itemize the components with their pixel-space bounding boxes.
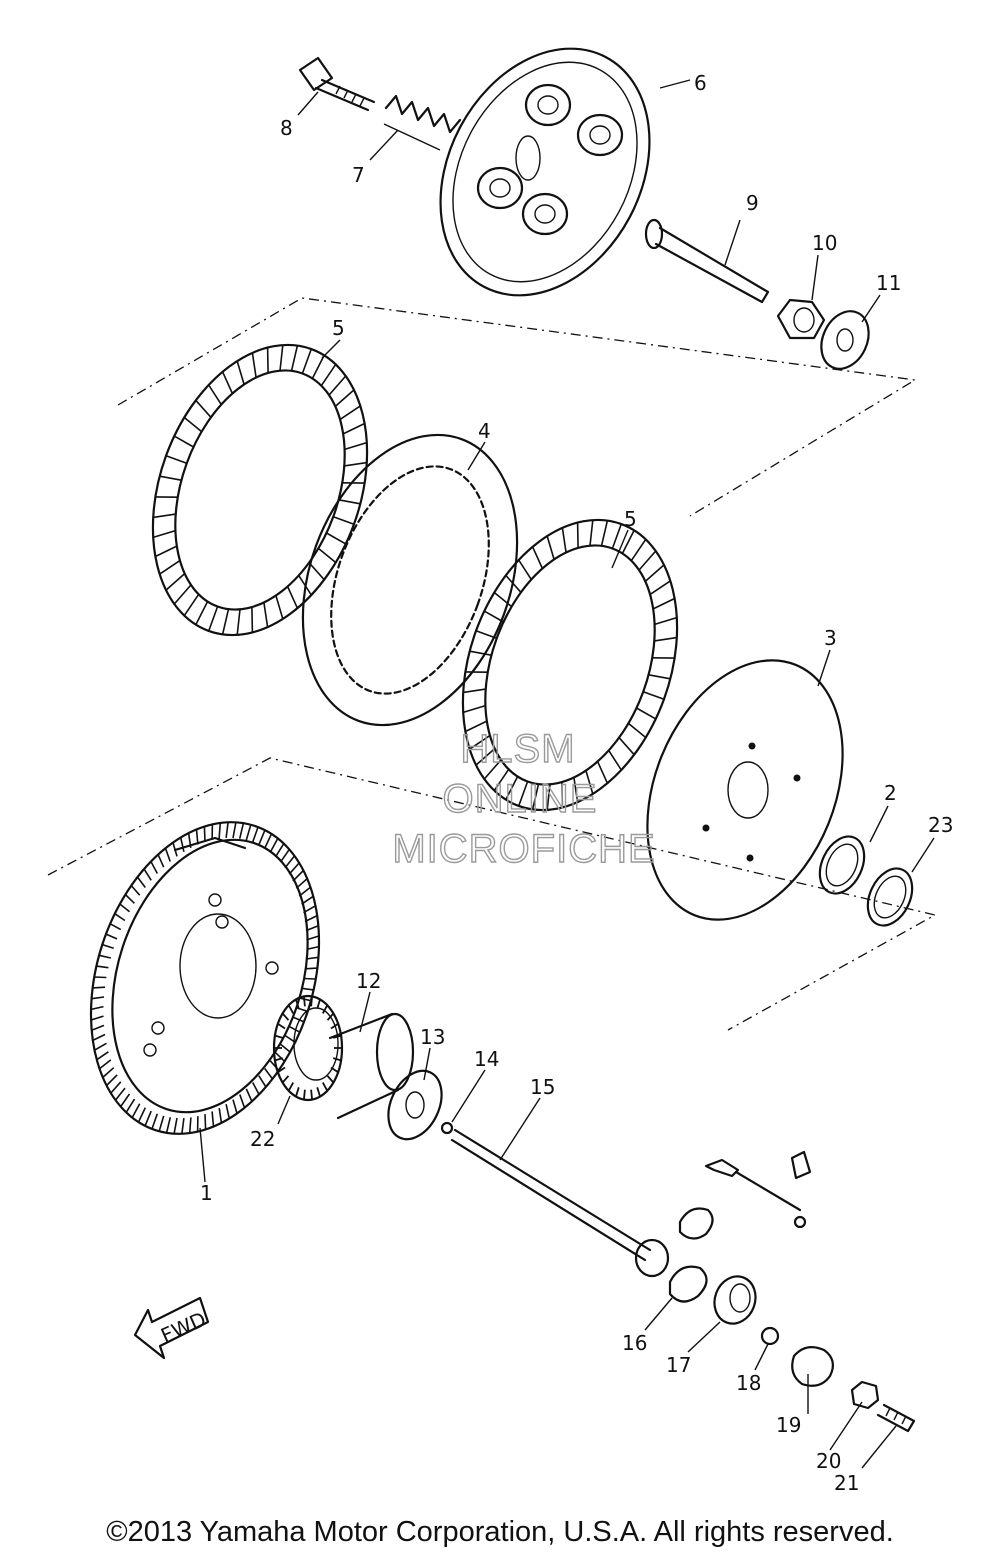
fwd-arrow: FWD [133, 1296, 210, 1360]
adjuster-screw-housing [791, 1345, 835, 1387]
clutch-spring [383, 94, 462, 151]
push-rod [644, 218, 770, 304]
callout-5-lower: 5 [624, 507, 637, 531]
callout-8: 8 [280, 116, 293, 140]
watermark-line-1: HLSM [460, 727, 575, 771]
callout-12: 12 [356, 969, 381, 993]
callout-13: 13 [420, 1025, 445, 1049]
collar-washer [387, 1069, 443, 1141]
friction-plate-upper [151, 343, 369, 637]
callout-10: 10 [812, 231, 837, 255]
callout-22: 22 [250, 1127, 275, 1151]
pressure-plate [439, 47, 651, 297]
adjusting-screw [876, 1403, 916, 1433]
locknut [850, 1380, 880, 1410]
callout-3: 3 [824, 626, 837, 650]
shim-washer [866, 867, 914, 927]
callout-2: 2 [884, 781, 897, 805]
watermark-line-3: MICROFICHE [392, 827, 655, 871]
callout-21: 21 [834, 1471, 859, 1495]
callout-16: 16 [622, 1331, 647, 1355]
callout-23: 23 [928, 813, 953, 837]
steel-ball [440, 1121, 454, 1135]
callout-7: 7 [352, 163, 365, 187]
primary-driven-gear [89, 821, 321, 1135]
callout-17: 17 [666, 1353, 691, 1377]
lock-washer [820, 310, 870, 370]
callout-20: 20 [816, 1449, 841, 1473]
callout-19: 19 [776, 1413, 801, 1437]
callout-9: 9 [746, 191, 759, 215]
clutch-boss [646, 659, 844, 921]
callout-11: 11 [876, 271, 901, 295]
fwd-arrow-label: FWD [157, 1307, 209, 1348]
adjuster-ball [760, 1326, 780, 1346]
push-lever-assembly [634, 1150, 812, 1303]
clutch-plate [301, 433, 519, 727]
callout-1: 1 [200, 1181, 213, 1205]
callout-14: 14 [474, 1047, 499, 1071]
callout-labels: 6 8 7 9 10 11 5 4 5 3 2 23 12 13 14 15 2… [200, 71, 953, 1495]
primary-drive-gear [272, 994, 344, 1102]
adjuster-bushing [713, 1275, 757, 1325]
callout-5-upper: 5 [332, 316, 345, 340]
pressure-plate-bolt [298, 56, 376, 112]
watermark-line-2: ONLINE [443, 777, 598, 821]
thrust-washer [818, 835, 866, 895]
spacer-collar [328, 1012, 415, 1120]
watermark: HLSM ONLINE MICROFICHE [392, 726, 656, 871]
callout-15: 15 [530, 1075, 555, 1099]
clutch-nut [776, 298, 826, 340]
leader-lines [199, 79, 935, 1469]
assembly-envelope-lower [47, 757, 937, 1031]
assembly-envelope-upper [117, 297, 917, 517]
callout-18: 18 [736, 1371, 761, 1395]
friction-plate-lower [461, 518, 679, 812]
callout-6: 6 [694, 71, 707, 95]
push-rod-long [450, 1128, 652, 1262]
callout-4: 4 [478, 419, 491, 443]
copyright-notice: ©2013 Yamaha Motor Corporation, U.S.A. A… [106, 1516, 894, 1548]
